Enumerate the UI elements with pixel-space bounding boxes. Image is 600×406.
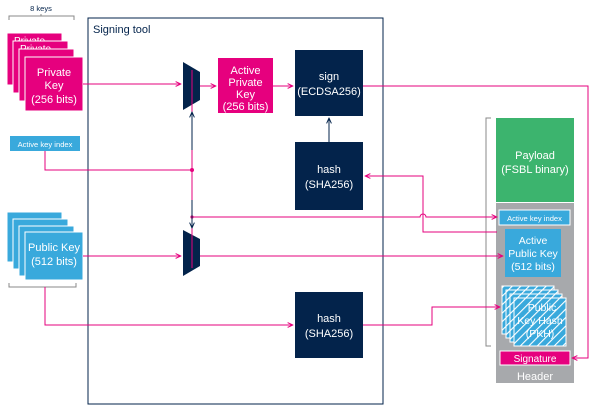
sign-block-label-1: sign — [319, 71, 339, 83]
payload-label-2: (FSBL binary) — [501, 164, 568, 176]
sign-block-label-2: (ECDSA256) — [297, 86, 361, 98]
active-private-key-label-1: Active — [231, 65, 261, 77]
key-index-to-header — [44, 151, 497, 217]
hash-top-block — [295, 142, 363, 210]
hash-top-label-2: (SHA256) — [305, 179, 353, 191]
hash-bottom-label-1: hash — [317, 313, 341, 325]
active-private-key-label-4: (256 bits) — [223, 101, 269, 113]
hash-top-label-1: hash — [317, 164, 341, 176]
header-active-public-key-label-1: Active — [519, 235, 548, 247]
header-active-key-index-label: Active key index — [507, 214, 562, 223]
private-key-label-3: (256 bits) — [31, 94, 77, 106]
signature-block — [499, 350, 571, 366]
active-private-key-label-2: Private — [228, 77, 262, 89]
active-private-key-block — [218, 58, 273, 113]
public-key-stack: Public Key (512 bits) — [6, 211, 84, 281]
active-key-index-input — [10, 136, 80, 151]
private-key-stack: Private Private Private Key (256 bits) — [6, 32, 84, 112]
header-active-public-key-label-3: (512 bits) — [511, 261, 555, 273]
hash-bottom-label-2: (SHA256) — [305, 328, 353, 340]
header-pkh-label-2: Key Hash — [517, 315, 563, 327]
payload-label-1: Payload — [515, 150, 555, 162]
public-key-label-1: Public Key — [28, 242, 80, 254]
signing-tool-frame — [87, 17, 384, 405]
public-keys-bracket — [8, 283, 77, 288]
header-active-public-key — [505, 229, 561, 277]
select-junction-top — [190, 168, 194, 172]
private-key-label-1: Private — [37, 67, 71, 79]
header-pkh-stack — [501, 285, 567, 347]
header-pkh-label-1: Public — [528, 302, 557, 314]
hash-bottom-to-pkh — [363, 307, 500, 326]
public-key-to-hash-bottom — [44, 287, 293, 325]
signing-tool-title: Signing tool — [93, 24, 151, 36]
sign-block — [295, 50, 363, 116]
signature-label: Signature — [514, 354, 557, 365]
payload-block — [496, 118, 574, 202]
private-key-label-2: Key — [45, 80, 64, 92]
active-key-index-input-label: Active key index — [18, 140, 73, 149]
keys-count-label: 8 keys — [30, 4, 52, 13]
sign-to-signature — [363, 85, 589, 358]
active-private-key-label-3: Key — [236, 89, 255, 101]
header-active-public-key-label-2: Public Key — [508, 248, 558, 260]
header-to-hash-top — [365, 176, 497, 233]
header-label: Header — [517, 371, 553, 383]
hash-bottom-block — [295, 292, 363, 358]
public-key-label-2: (512 bits) — [31, 256, 77, 268]
keys-bracket — [8, 14, 75, 20]
header-pkh-label-3: (PKH) — [526, 328, 555, 340]
